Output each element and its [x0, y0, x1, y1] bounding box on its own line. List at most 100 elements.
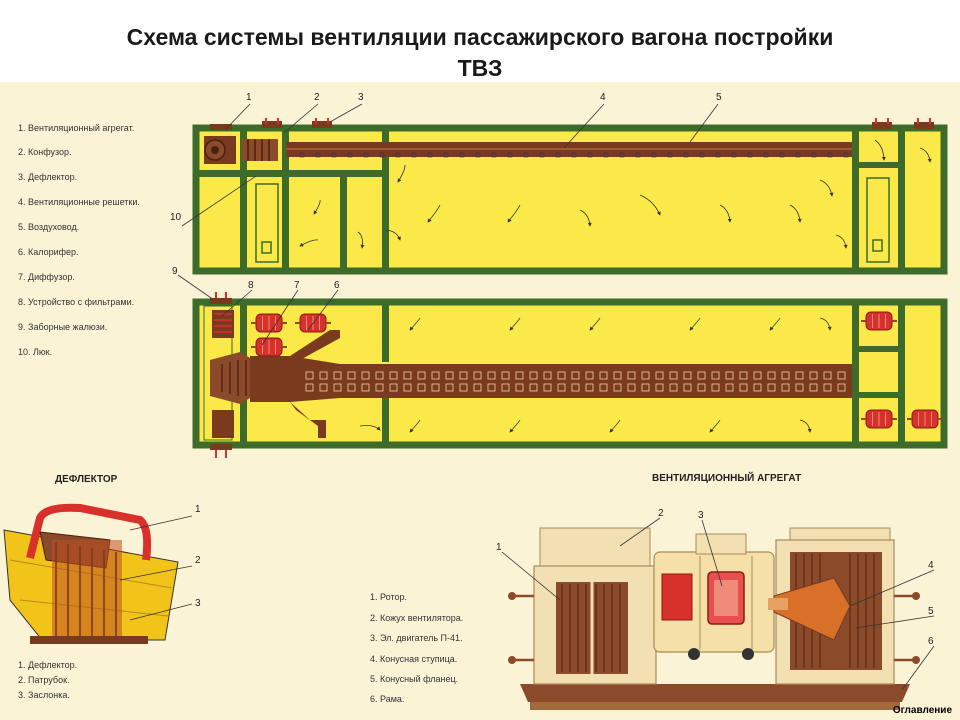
grille [459, 371, 468, 380]
grille [613, 371, 622, 380]
grille [475, 152, 481, 158]
grille [529, 383, 538, 392]
grille [811, 152, 817, 158]
grille [431, 371, 440, 380]
toc-link[interactable]: Оглавление [892, 705, 952, 716]
grille [603, 152, 609, 158]
grille [459, 152, 465, 158]
grille [445, 383, 454, 392]
grille [539, 152, 545, 158]
section-fan-unit [204, 136, 278, 164]
section-partitions [196, 128, 905, 271]
airflow-arrow [579, 209, 592, 227]
grille [613, 383, 622, 392]
section-airflow-arrows [299, 139, 932, 249]
grille [555, 152, 561, 158]
airflow-arrow [409, 419, 421, 433]
grille [739, 371, 748, 380]
legend-item: 1. Вентиляционный агрегат. [18, 123, 134, 133]
grille [347, 371, 356, 380]
grille [669, 383, 678, 392]
heater [251, 313, 287, 333]
grille [725, 371, 734, 380]
fan-legend-item: 6. Рама. [370, 694, 404, 704]
legend-item: 9. Заборные жалюзи. [18, 322, 107, 332]
grille [823, 371, 832, 380]
section-grilles [299, 152, 849, 158]
legend-item: 5. Воздуховод. [18, 222, 79, 232]
fan-legend-item: 4. Конусная ступица. [370, 654, 457, 664]
airflow-arrow [719, 204, 732, 223]
airflow-arrow [507, 204, 521, 223]
grille [599, 383, 608, 392]
grille [779, 152, 785, 158]
fan-callout-2: 2 [658, 508, 664, 519]
grille [655, 371, 664, 380]
roof-deflectors [210, 118, 934, 130]
grille [667, 152, 673, 158]
grille [501, 383, 510, 392]
callouts-top: 1 2 3 4 5 10 [170, 92, 722, 223]
grille [711, 371, 720, 380]
grille [473, 383, 482, 392]
grille [587, 152, 593, 158]
grille [473, 371, 482, 380]
deflector-legend-item: 2. Патрубок. [18, 675, 70, 685]
grille [635, 152, 641, 158]
airflow-arrow [919, 147, 932, 163]
grille [843, 152, 849, 158]
airflow-arrow [427, 204, 441, 223]
grille [557, 371, 566, 380]
deflector-heading: ДЕФЛЕКТОР [55, 474, 118, 485]
grille [641, 371, 650, 380]
deflector-callout-1: 1 [195, 504, 201, 515]
grille [487, 371, 496, 380]
callout-4: 4 [600, 92, 606, 103]
grille [529, 371, 538, 380]
grille [319, 383, 328, 392]
fan-callout-3: 3 [698, 510, 704, 521]
fan-callout-5: 5 [928, 606, 934, 617]
grille [361, 383, 370, 392]
airflow-arrow [819, 179, 834, 197]
car-section-view [192, 118, 948, 275]
grille [389, 371, 398, 380]
heater [861, 409, 897, 429]
title-line-2: ТВЗ [457, 55, 503, 81]
intake-louvers [210, 292, 232, 458]
grille [683, 152, 689, 158]
grille [515, 371, 524, 380]
grille [417, 383, 426, 392]
grille [543, 371, 552, 380]
fan-legend-item: 2. Кожух вентилятора. [370, 613, 463, 623]
grille [699, 152, 705, 158]
legend-item: 2. Конфузор. [18, 147, 72, 157]
grille [697, 383, 706, 392]
deflector-callout-2: 2 [195, 555, 201, 566]
airflow-arrow [835, 234, 848, 249]
legend-item: 10. Люк. [18, 347, 52, 357]
grille [781, 371, 790, 380]
grille [305, 371, 314, 380]
callout-5: 5 [716, 92, 722, 103]
airflow-arrow [313, 199, 321, 215]
grille [627, 371, 636, 380]
grille [753, 383, 762, 392]
airflow-arrow [589, 317, 601, 331]
title-line-1: Схема системы вентиляции пассажирского в… [126, 24, 834, 50]
legend-main: 1. Вентиляционный агрегат. 2. Конфузор. … [18, 123, 140, 357]
slide-title: Схема системы вентиляции пассажирского в… [0, 22, 960, 84]
legend-item: 6. Калорифер. [18, 247, 79, 257]
deflector-legend-item: 3. Заслонка. [18, 690, 70, 700]
grille [669, 371, 678, 380]
heater [861, 311, 897, 331]
grille [331, 152, 337, 158]
plan-grilles [305, 371, 846, 392]
section-doors [255, 177, 890, 263]
deflector-legend-item: 1. Дефлектор. [18, 660, 77, 670]
grille [837, 383, 846, 392]
grille [683, 371, 692, 380]
airflow-arrow [609, 419, 621, 433]
grille [491, 152, 497, 158]
grille [585, 383, 594, 392]
